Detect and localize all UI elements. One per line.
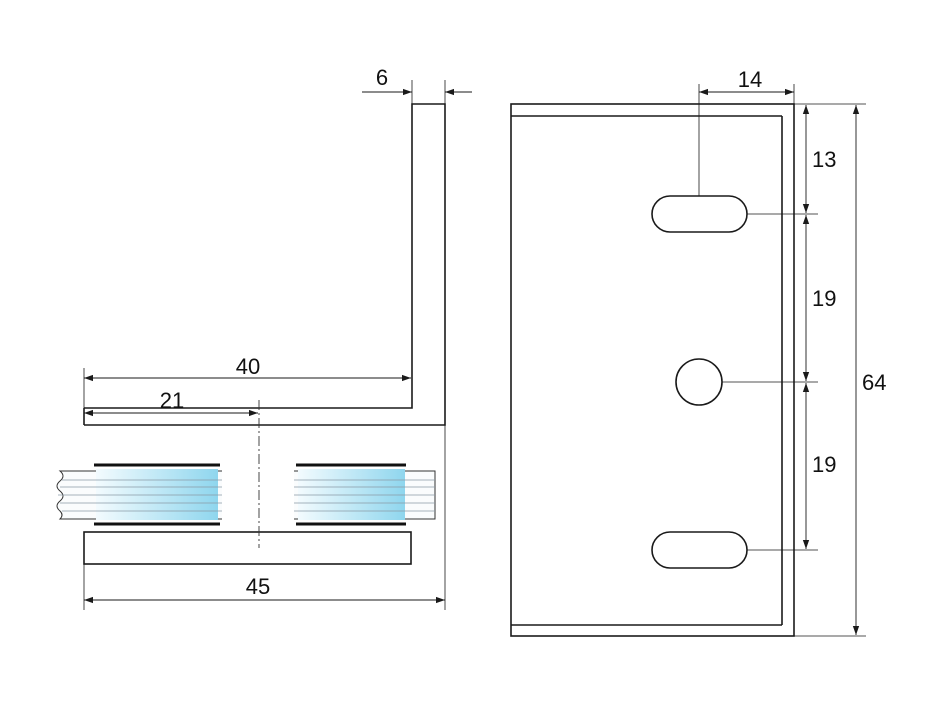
dimension-total-height: 64 [852, 105, 886, 635]
center-hole [675, 358, 723, 406]
plate-outline [510, 103, 795, 637]
side-view: 6 40 21 45 [56, 65, 472, 610]
dimension-slot-to-hole: 19 [802, 215, 836, 381]
dimension-label: 40 [236, 354, 260, 379]
dimension-center-offset: 21 [84, 388, 258, 417]
dimension-label: 21 [160, 388, 184, 413]
dimension-label: 14 [738, 67, 762, 92]
dimension-top-to-slot: 13 [802, 105, 836, 213]
bottom-slot [651, 531, 748, 569]
dimension-base-length: 45 [83, 425, 446, 610]
top-slot [651, 195, 748, 233]
dimension-hole-to-slot: 19 [802, 383, 836, 549]
dimension-flange-thickness: 6 [362, 65, 472, 104]
bolt-gap [222, 462, 294, 528]
dimension-label: 13 [812, 147, 836, 172]
gasket-left [94, 463, 220, 526]
dimension-label: 6 [376, 65, 388, 90]
dimension-arm-length: 40 [83, 354, 411, 408]
clamp-bottom-plate [83, 531, 412, 565]
dimension-slot-offset: 14 [699, 67, 794, 96]
dimension-label: 64 [862, 370, 886, 395]
front-view: 14 13 19 19 64 [510, 67, 886, 637]
dimension-label: 45 [246, 574, 270, 599]
clamp-l-body [84, 103, 446, 426]
gasket-right [296, 463, 406, 526]
dimension-label: 19 [812, 452, 836, 477]
dimension-label: 19 [812, 286, 836, 311]
